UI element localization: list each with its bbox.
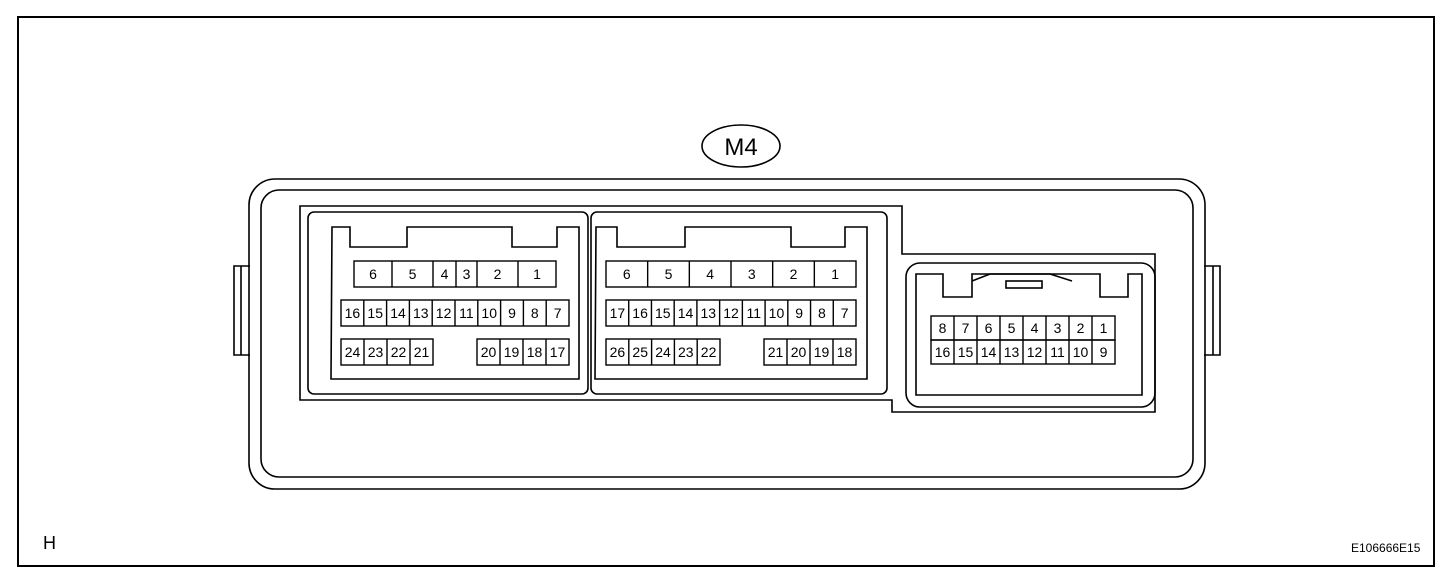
- connector-a-pin-5: 5: [409, 266, 417, 282]
- connector-c-r1-pin-8: 8: [939, 320, 947, 336]
- connector-b-r3l-pin-26: 26: [610, 344, 626, 360]
- connector-a-r2-pin-8: 8: [531, 305, 539, 321]
- connector-tag-label: M4: [724, 134, 757, 161]
- connector-b-r3r-pin-19: 19: [814, 344, 830, 360]
- connector-b-r2-pin-15: 15: [655, 305, 671, 321]
- connector-c-r2-pin-15: 15: [958, 344, 974, 360]
- connector-a-r3r-pin-17: 17: [550, 344, 566, 360]
- connector-b-r1-pin-3: 3: [748, 266, 756, 282]
- connector-c-shell-outer: [905, 262, 1156, 408]
- connector-c-r2-pin-9: 9: [1100, 344, 1108, 360]
- connector-face-outline: [299, 205, 1156, 413]
- connector-a-r2-pin-11: 11: [459, 305, 474, 321]
- connector-c-latch: [971, 273, 1073, 289]
- connector-c-r2-pin-11: 11: [1050, 344, 1065, 360]
- connector-b-r2-pin-13: 13: [700, 305, 716, 321]
- connector-a-pin-2: 2: [494, 266, 502, 282]
- connector-c-r1-pin-2: 2: [1077, 320, 1085, 336]
- connector-a-r3r-pin-18: 18: [527, 344, 543, 360]
- connector-b-r3l-pin-22: 22: [701, 344, 717, 360]
- connector-b-r3l-pin-25: 25: [632, 344, 648, 360]
- connector-a-shell-inner: [330, 226, 580, 380]
- connector-a-pin-3: 3: [463, 266, 471, 282]
- connector-a-r2-pin-14: 14: [390, 305, 406, 321]
- connector-b-shell-outer: [590, 211, 888, 395]
- figure-code: E106666E15: [1351, 541, 1421, 555]
- corner-label: H: [43, 533, 56, 553]
- connector-housing-outer: [248, 178, 1206, 490]
- connector-b-r2-pin-10: 10: [769, 305, 785, 321]
- connector-b-r2-pin-9: 9: [795, 305, 803, 321]
- connector-a-r2-pin-12: 12: [436, 305, 452, 321]
- connector-c-r2-pin-10: 10: [1073, 344, 1089, 360]
- connector-a-r3r-pin-20: 20: [481, 344, 497, 360]
- connector-b-r3r-pin-18: 18: [837, 344, 853, 360]
- connector-a-pin-6: 6: [369, 266, 377, 282]
- connector-c-shell-inner: [915, 273, 1143, 396]
- connector-b-r2-pin-14: 14: [678, 305, 694, 321]
- connector-b-shell-inner: [594, 226, 868, 380]
- connector-a-pin-4: 4: [441, 266, 449, 282]
- connector-a-r2-pin-13: 13: [413, 305, 429, 321]
- connector-a-row1: [353, 260, 557, 288]
- connector-c-r2-pin-13: 13: [1004, 344, 1020, 360]
- connector-b-r2-row: [605, 299, 857, 327]
- connector-c-r2-pin-14: 14: [981, 344, 997, 360]
- left-mounting-clip: [233, 265, 250, 356]
- connector-a-shell-outer: [307, 211, 589, 395]
- connector-a-pin-1: 1: [533, 266, 541, 282]
- connector-b-r3l-pin-23: 23: [678, 344, 694, 360]
- connector-b-r3r-pin-20: 20: [791, 344, 807, 360]
- connector-b-r1-pin-4: 4: [706, 266, 714, 282]
- diagram-frame: [17, 16, 1435, 567]
- connector-b-r1-pin-6: 6: [623, 266, 631, 282]
- connector-c-r2-pin-16: 16: [935, 344, 951, 360]
- connector-a-r2-pin-9: 9: [508, 305, 516, 321]
- connector-c-r1-pin-4: 4: [1031, 320, 1039, 336]
- connector-a-r3l-pin-22: 22: [391, 344, 407, 360]
- connector-c-r2-pin-12: 12: [1027, 344, 1043, 360]
- connector-a-r2-pin-16: 16: [345, 305, 361, 321]
- connector-b-r2-pin-8: 8: [818, 305, 826, 321]
- connector-b-r1-pin-5: 5: [665, 266, 673, 282]
- connector-b-r2-pin-11: 11: [746, 305, 761, 321]
- connector-c-r1-pin-7: 7: [962, 320, 970, 336]
- connector-a-r2-pin-10: 10: [481, 305, 497, 321]
- connector-b-r2-pin-12: 12: [723, 305, 739, 321]
- connector-b-r2-pin-17: 17: [610, 305, 626, 321]
- connector-a-r3l-pin-24: 24: [345, 344, 361, 360]
- connector-b-r2-pin-7: 7: [841, 305, 849, 321]
- connector-a-r2-pin-7: 7: [554, 305, 562, 321]
- connector-a-r3l-pin-23: 23: [368, 344, 384, 360]
- connector-c-r1-pin-5: 5: [1008, 320, 1016, 336]
- connector-a-r2-pin-15: 15: [367, 305, 383, 321]
- connector-c-r1-pin-1: 1: [1100, 320, 1108, 336]
- connector-a-r3r-pin-19: 19: [504, 344, 520, 360]
- connector-b-r1-pin-2: 2: [790, 266, 798, 282]
- right-mounting-clip: [1204, 265, 1221, 356]
- connector-b-r1-pin-1: 1: [831, 266, 839, 282]
- connector-tag-ellipse: [701, 124, 781, 168]
- connector-b-r3r-pin-21: 21: [768, 344, 784, 360]
- connector-b-r3l-row: [605, 338, 721, 366]
- connector-b-r2-pin-16: 16: [632, 305, 648, 321]
- connector-housing-inner: [260, 189, 1194, 478]
- connector-b-r3l-pin-24: 24: [655, 344, 671, 360]
- connector-a-r3l-pin-21: 21: [414, 344, 430, 360]
- connector-c-r1-pin-3: 3: [1054, 320, 1062, 336]
- connector-c-r1-pin-6: 6: [985, 320, 993, 336]
